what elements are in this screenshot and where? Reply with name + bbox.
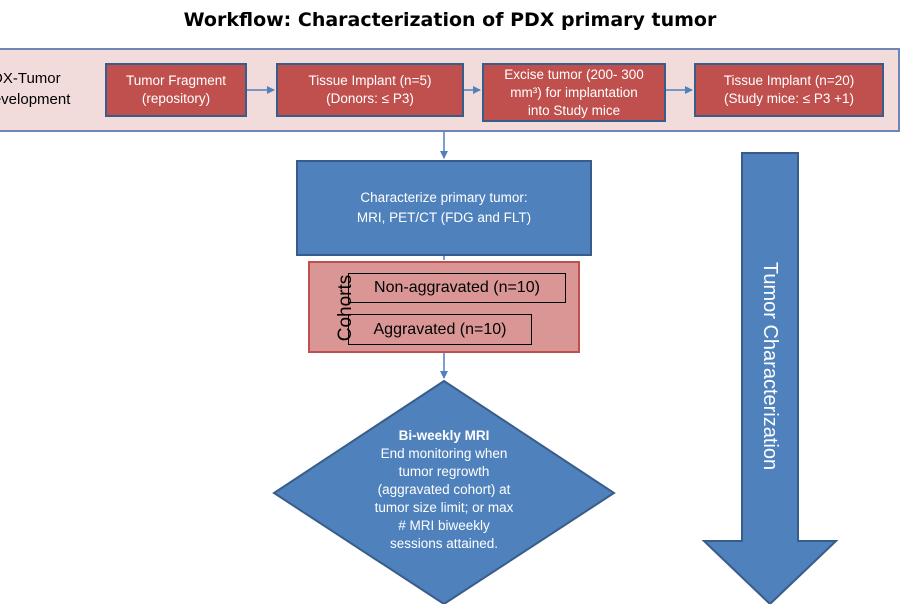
step-tumor-fragment-label: Tumor Fragment (repository) (125, 73, 227, 106)
tumor-characterization-label: Tumor Characterization (759, 261, 781, 471)
characterize-primary-tumor-box: Characterize primary tumor: MRI, PET/CT … (296, 160, 592, 256)
bi-weekly-mri-heading: Bi-weekly MRI (398, 428, 490, 443)
diagram-title: Workflow: Characterization of PDX primar… (183, 9, 717, 31)
band-label: PDX-Tumor Development (0, 68, 71, 110)
cohorts-box (308, 261, 580, 353)
step-excise-tumor-label: Excise tumor (200- 300 mm³) for implanta… (504, 66, 644, 118)
step-tissue-implant-study-label: Tissue Implant (n=20) (Study mice: ≤ P3 … (723, 73, 855, 106)
bi-weekly-mri-diamond (272, 379, 616, 604)
step-tumor-fragment: Tumor Fragment (repository) (105, 63, 247, 117)
cohort-aggravated: Aggravated (n=10) (348, 314, 532, 345)
tumor-characterization-arrow (701, 152, 839, 604)
characterize-primary-tumor-label: Characterize primary tumor: MRI, PET/CT … (356, 190, 532, 225)
cohort-non-aggravated: Non-aggravated (n=10) (348, 273, 566, 303)
bi-weekly-mri-body: End monitoring when tumor regrowth (aggr… (374, 446, 514, 551)
step-tissue-implant-donors-label: Tissue Implant (n=5) (Donors: ≤ P3) (308, 73, 432, 106)
bi-weekly-mri-text: Bi-weekly MRI End monitoring when tumor … (372, 427, 516, 553)
step-excise-tumor: Excise tumor (200- 300 mm³) for implanta… (482, 63, 666, 122)
step-tissue-implant-study: Tissue Implant (n=20) (Study mice: ≤ P3 … (694, 63, 884, 117)
step-tissue-implant-donors: Tissue Implant (n=5) (Donors: ≤ P3) (276, 63, 464, 117)
band-label-text: PDX-Tumor Development (0, 70, 71, 108)
